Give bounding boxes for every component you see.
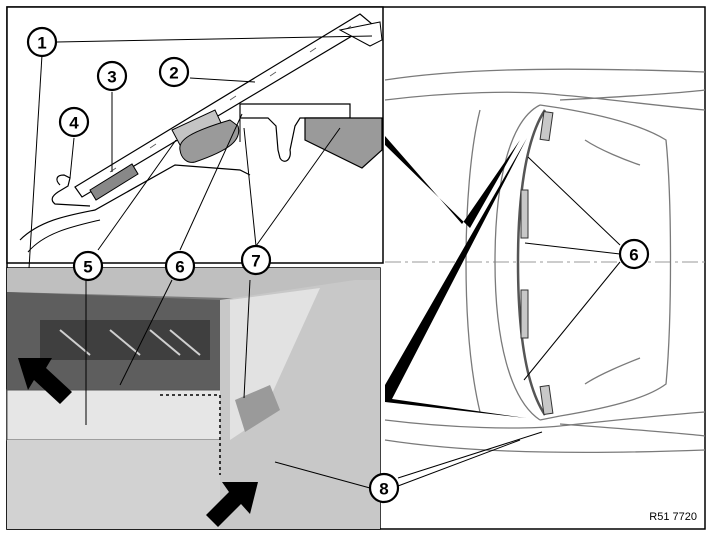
svg-text:3: 3 [107,68,116,87]
reference-code: R51 7720 [649,511,697,523]
svg-text:8: 8 [379,480,388,499]
svg-text:5: 5 [83,258,92,277]
car-body-outline [384,68,706,454]
retaining-clip [51,174,91,207]
callout-3: 3 [96,60,128,92]
callout-2: 2 [158,56,190,88]
body-flange-inner [27,219,101,253]
body-flange [19,164,251,241]
photo-seal-corner [235,385,280,432]
photo-seal-strip [6,389,241,441]
callout-7-section: 7 [240,244,272,276]
callout-6-car: 6 [618,238,650,270]
seal-profile [239,103,351,162]
cowl-panel [304,117,383,169]
foam-seal [179,119,240,163]
glass-edge-trim [338,21,383,47]
windshield-frame [516,109,547,416]
photo-lower-panel [7,440,240,529]
photo-vent-slats [59,329,201,356]
callout-4: 4 [58,106,90,138]
seal-strips [520,111,554,415]
svg-text:6: 6 [175,258,184,277]
photo-detail-panel [6,267,381,530]
arrow-bottom [206,482,258,527]
arrow-left [18,358,72,404]
svg-text:2: 2 [169,64,178,83]
svg-text:7: 7 [251,252,260,271]
photo-vent-area [40,320,210,360]
svg-text:1: 1 [37,34,46,53]
callout-8: 8 [368,472,400,504]
svg-text:6: 6 [629,246,638,265]
callout-6-section: 6 [164,250,196,282]
photo-leader-lines [85,279,371,489]
leader-lines-8 [397,431,543,487]
callout-5: 5 [72,250,104,282]
callout-1: 1 [26,26,58,58]
leader-lines-6 [523,156,621,381]
zoom-wedge-top [385,136,520,228]
adhesive-bead [89,163,139,201]
section-leader-lines [27,35,373,286]
svg-text:4: 4 [69,114,79,133]
cross-section-panel [6,6,384,286]
